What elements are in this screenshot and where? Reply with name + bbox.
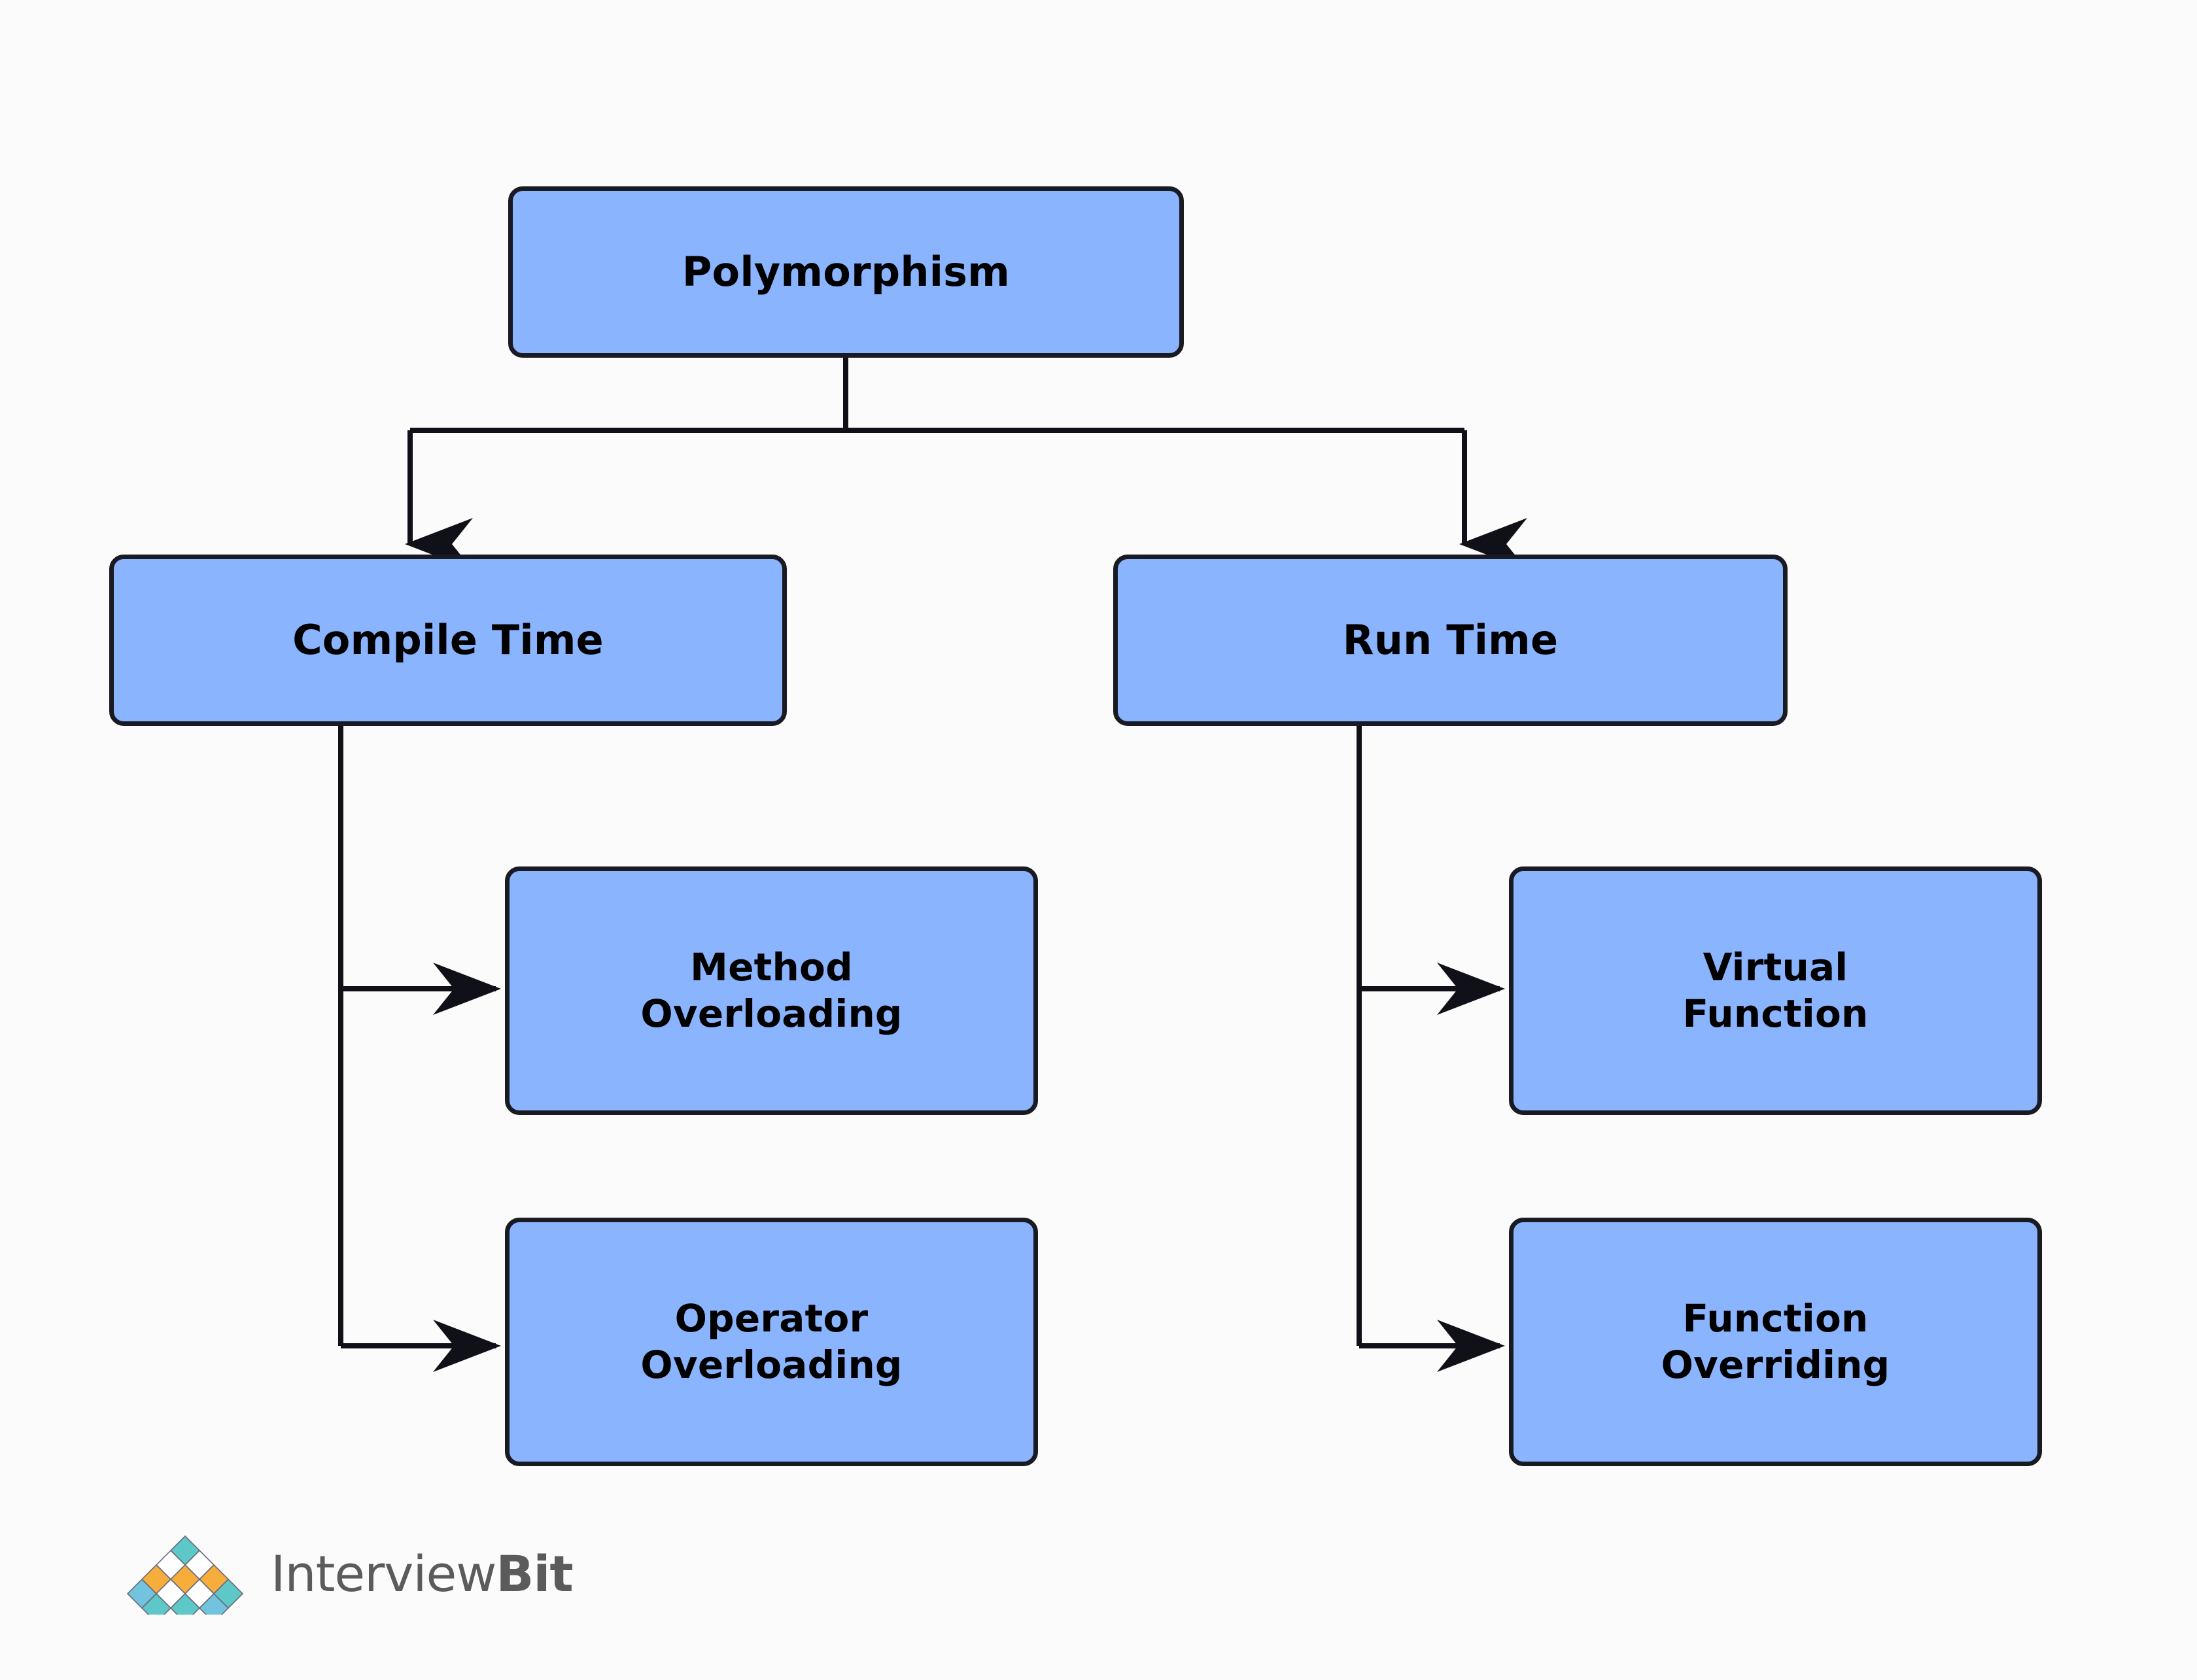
logo-word-bit: Bit bbox=[496, 1544, 573, 1603]
logo-word-interview: Interview bbox=[271, 1544, 496, 1603]
node-compile-time[interactable]: Compile Time bbox=[109, 555, 787, 726]
node-run-time[interactable]: Run Time bbox=[1113, 555, 1788, 726]
node-function-overriding[interactable]: Function Overriding bbox=[1509, 1218, 2042, 1466]
node-operator-overloading[interactable]: Operator Overloading bbox=[505, 1218, 1038, 1466]
node-method-overloading[interactable]: Method Overloading bbox=[505, 866, 1038, 1115]
node-polymorphism[interactable]: Polymorphism bbox=[508, 186, 1184, 358]
interviewbit-wordmark: InterviewBit bbox=[271, 1544, 574, 1603]
node-virtual-function[interactable]: Virtual Function bbox=[1509, 866, 2042, 1115]
interviewbit-logo: InterviewBit bbox=[116, 1528, 594, 1619]
interviewbit-diamond-mark bbox=[126, 1535, 244, 1615]
